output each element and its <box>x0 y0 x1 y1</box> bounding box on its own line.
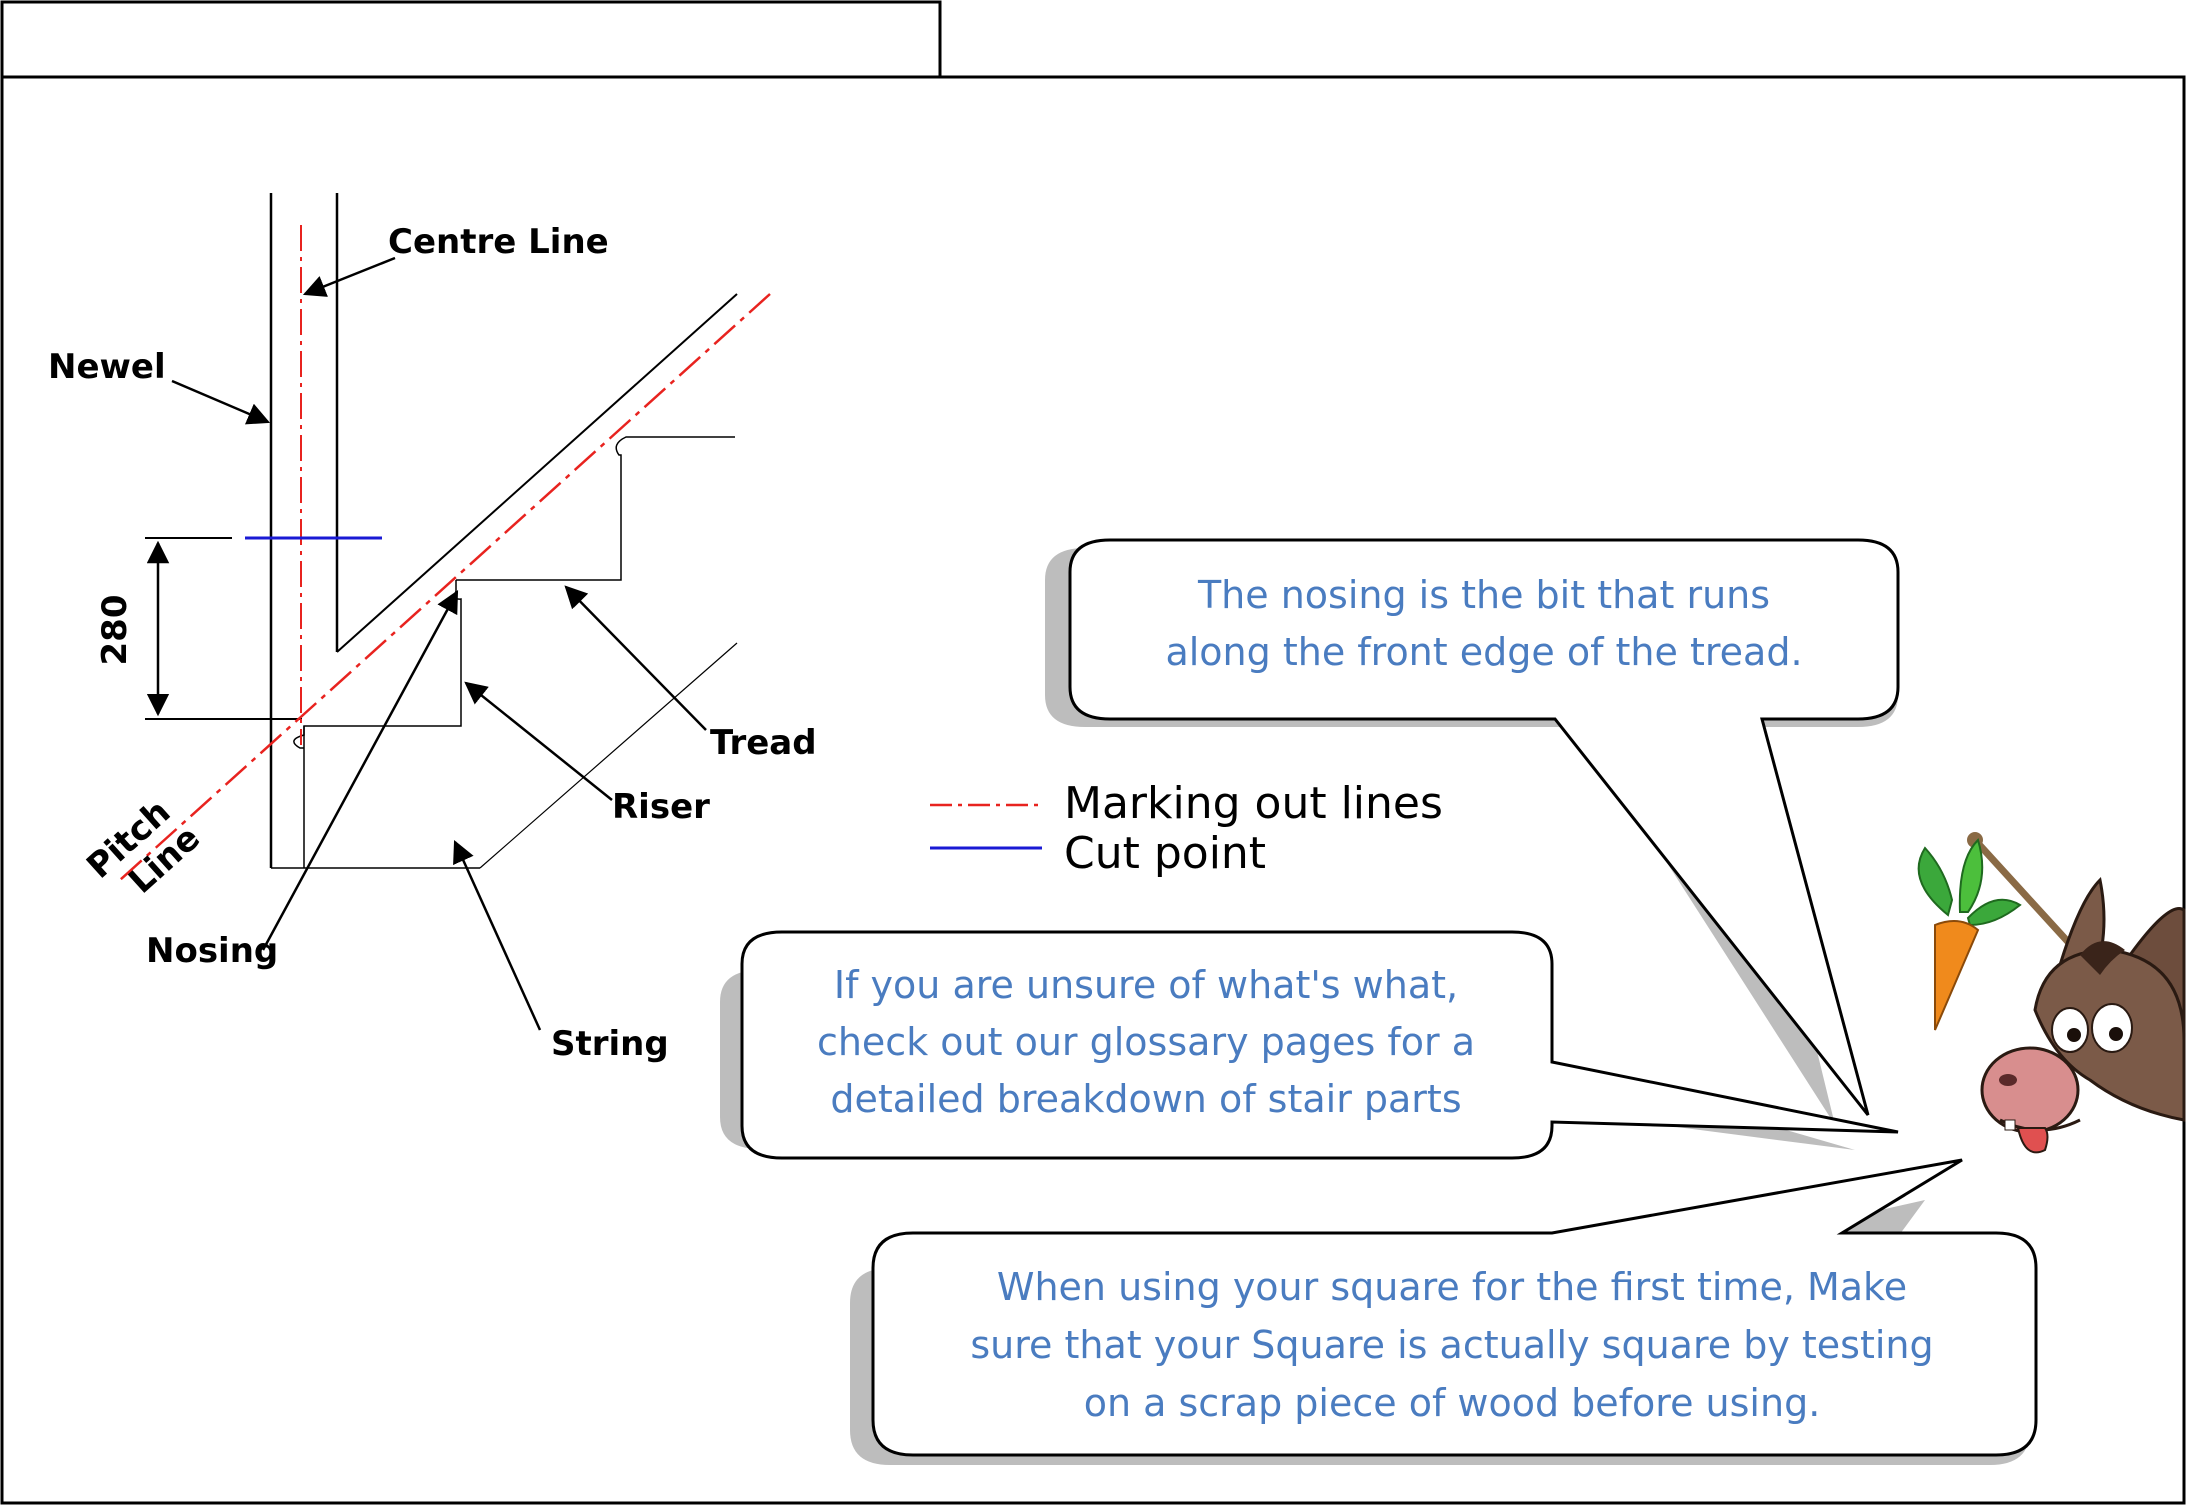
newel-arrow <box>171 379 271 425</box>
label-string: String <box>551 1024 669 1064</box>
legend-cut-label: Cut point <box>1064 828 1266 879</box>
nosing-tip-line-2: along the front edge of the tread. <box>1165 630 1802 674</box>
nosing-tip-bubble <box>1068 538 1900 1116</box>
glossary-tip-line-1: If you are unsure of what's what, <box>834 963 1458 1007</box>
legend: Marking out lines Cut point <box>930 778 1443 879</box>
nosing-arrow <box>261 590 459 951</box>
label-dimension: 280 <box>95 595 135 666</box>
square-tip-bubble <box>871 1158 2038 1457</box>
glossary-tip-line-2: check out our glossary pages for a <box>817 1020 1475 1064</box>
label-tread: Tread <box>710 723 817 763</box>
label-nosing: Nosing <box>146 931 278 971</box>
string-soffit <box>479 642 738 869</box>
tread-arrow <box>564 585 707 731</box>
glossary-tip-bubble <box>740 930 1899 1160</box>
label-centre-line: Centre Line <box>388 222 609 262</box>
legend-marking-label: Marking out lines <box>1064 778 1443 829</box>
centre-line-arrow <box>302 256 396 297</box>
donkey-with-carrot-icon <box>1917 832 2186 1154</box>
square-tip-line-3: on a scrap piece of wood before using. <box>1084 1381 1821 1425</box>
nosing-tip-line-1: The nosing is the bit that runs <box>1197 573 1770 617</box>
string-top-edge <box>336 293 738 653</box>
upper-step <box>456 436 735 581</box>
string-arrow <box>453 839 542 1031</box>
square-tip-line-2: sure that your Square is actually square… <box>970 1323 1933 1367</box>
pitch-line <box>119 293 771 881</box>
square-tip-line-1: When using your square for the first tim… <box>997 1265 1907 1309</box>
label-riser: Riser <box>612 787 710 827</box>
lower-step <box>293 580 462 749</box>
leader-arrows <box>171 256 707 1031</box>
stair-drawing <box>145 193 738 869</box>
label-newel: Newel <box>48 347 166 387</box>
riser-arrow <box>464 681 613 801</box>
glossary-tip-line-3: detailed breakdown of stair parts <box>830 1077 1461 1121</box>
